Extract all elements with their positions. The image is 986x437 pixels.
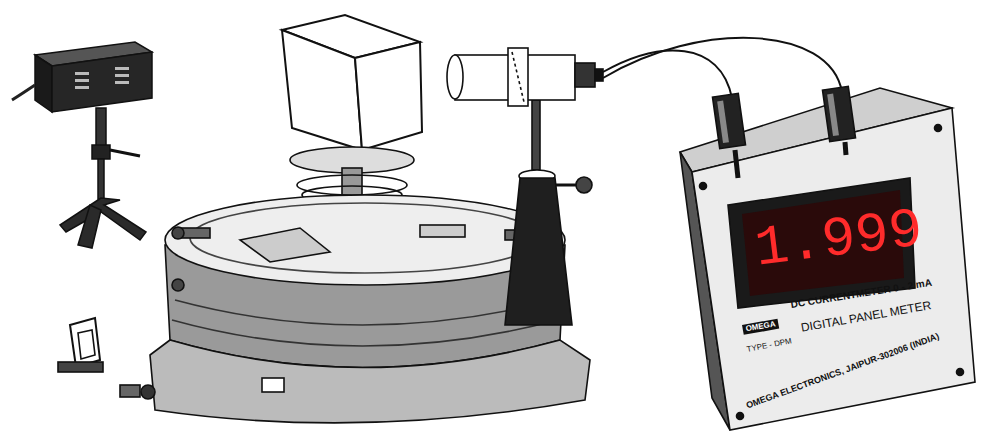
display-reading: 1.999 [752, 202, 926, 278]
prism [282, 15, 422, 150]
lamp-housing [12, 42, 152, 248]
brand-logo: OMEGA [742, 319, 779, 335]
meter-wires [603, 38, 842, 98]
spectrometer [58, 48, 603, 423]
model-label: TYPE - DPM [746, 337, 792, 354]
panel-meter [680, 86, 975, 430]
